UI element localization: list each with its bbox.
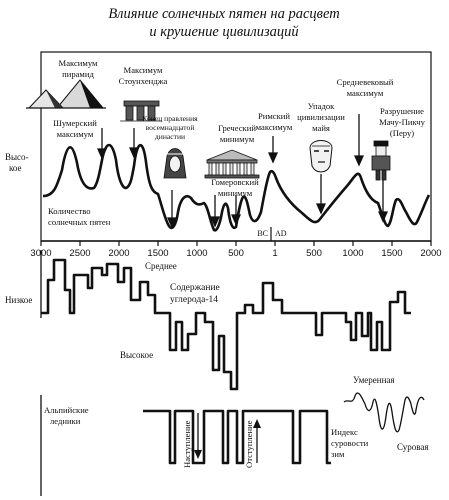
event-label-homer-2: минимум — [218, 188, 253, 198]
event-label-maya-2: цивилизации — [297, 112, 345, 122]
glacier-advance-label: Наступление — [182, 420, 192, 468]
event-label-pyramids-1: Максимум — [59, 58, 98, 68]
event-label-sumer-1: Шумерский — [53, 118, 97, 128]
event-label-medieval-1: Средневековый — [337, 77, 394, 87]
event-label-machu-1: Разрушение — [380, 106, 424, 116]
event-label-dynasty-2: восемнадцатой — [146, 123, 195, 132]
sunspot-count-label-1: Количество — [48, 206, 91, 216]
sunspot-count-label-2: солнечных пятен — [48, 217, 111, 227]
axis-tick-label: 500 — [228, 248, 244, 259]
ad-label: AD — [275, 229, 287, 238]
event-label-maya-1: Упадок — [308, 101, 335, 111]
advance-arrow — [194, 413, 202, 459]
winter-severity-label-1: Индекс — [331, 427, 358, 437]
axis-tick-label: 2000 — [420, 248, 441, 259]
axis-tick-label: 2500 — [69, 248, 90, 259]
pharaoh-picture — [163, 148, 187, 179]
axis-tick-label: 2000 — [108, 248, 129, 259]
carbon-c14-label-1: Содержание — [170, 283, 220, 293]
winter-mild-label: Умеренная — [353, 375, 395, 385]
stonehenge-picture — [120, 100, 162, 122]
event-label-stonehenge-1: Максимум — [124, 65, 163, 75]
glacier-retreat-label: Отступление — [244, 420, 254, 468]
event-label-medieval-2: максимум — [347, 88, 384, 98]
event-label-stonehenge-2: Стоунхенджа — [119, 76, 168, 86]
event-label-greek-2: минимум — [220, 134, 255, 144]
sunspot-high-label-2: кое — [9, 163, 22, 173]
event-label-dynasty-1: Конец правления — [142, 114, 198, 123]
glacier-alpine-label-1: Альпийские — [44, 405, 89, 415]
carbon-14-curve — [41, 258, 411, 391]
figure-title-line-2: и крушение цивилизаций — [149, 24, 299, 40]
winter-severity-curve — [343, 392, 425, 433]
axis-tick-label: 1500 — [381, 248, 402, 259]
peru-figure-picture — [371, 140, 391, 181]
event-label-homer-1: Гомеровский — [211, 177, 259, 187]
event-label-machu-3: (Перу) — [390, 128, 414, 138]
axis-tick-label: 1000 — [342, 248, 363, 259]
axis-tick-label: 500 — [306, 248, 322, 259]
bc-label: BC — [257, 229, 268, 238]
figure-title-line-1: Влияние солнечных пятен на расцвет — [108, 6, 339, 22]
event-label-roman-2: максимум — [256, 122, 293, 132]
axis-tick-label: 1500 — [147, 248, 168, 259]
event-arrows — [96, 114, 389, 229]
maya-mask-picture — [309, 140, 333, 173]
winter-severity-label-3: зим — [331, 449, 345, 459]
event-label-machu-2: Мачу-Пикчу — [379, 117, 426, 127]
sunspot-high-label-1: Высо- — [5, 152, 29, 162]
event-label-sumer-2: максимум — [57, 129, 94, 139]
carbon-c14-label-2: углерода-14 — [170, 295, 218, 305]
glacier-alpine-label-2: ледники — [50, 416, 81, 426]
winter-severe-label: Суровая — [397, 442, 429, 452]
event-label-dynasty-3: династии — [155, 132, 185, 141]
winter-severity-label-2: суровости — [331, 438, 369, 448]
pyramid-picture — [26, 79, 106, 109]
axis-tick-label: 1000 — [186, 248, 207, 259]
retreat-arrow — [253, 419, 261, 463]
alpine-glacier-curve — [143, 409, 331, 465]
event-label-greek-1: Греческий — [218, 123, 256, 133]
axis-tick-label: 1 — [272, 248, 277, 259]
carbon-average-label: Среднее — [145, 261, 177, 271]
event-label-pyramids-2: пирамид — [62, 69, 94, 79]
parthenon-picture — [204, 149, 260, 179]
event-label-roman-1: Римский — [258, 111, 290, 121]
event-label-maya-3: майя — [312, 123, 330, 133]
carbon-low-label: Низкое — [5, 295, 32, 305]
carbon-high-label: Высокое — [120, 350, 153, 360]
time-axis-ticks — [40, 241, 432, 246]
sunspot-curve — [42, 143, 431, 232]
